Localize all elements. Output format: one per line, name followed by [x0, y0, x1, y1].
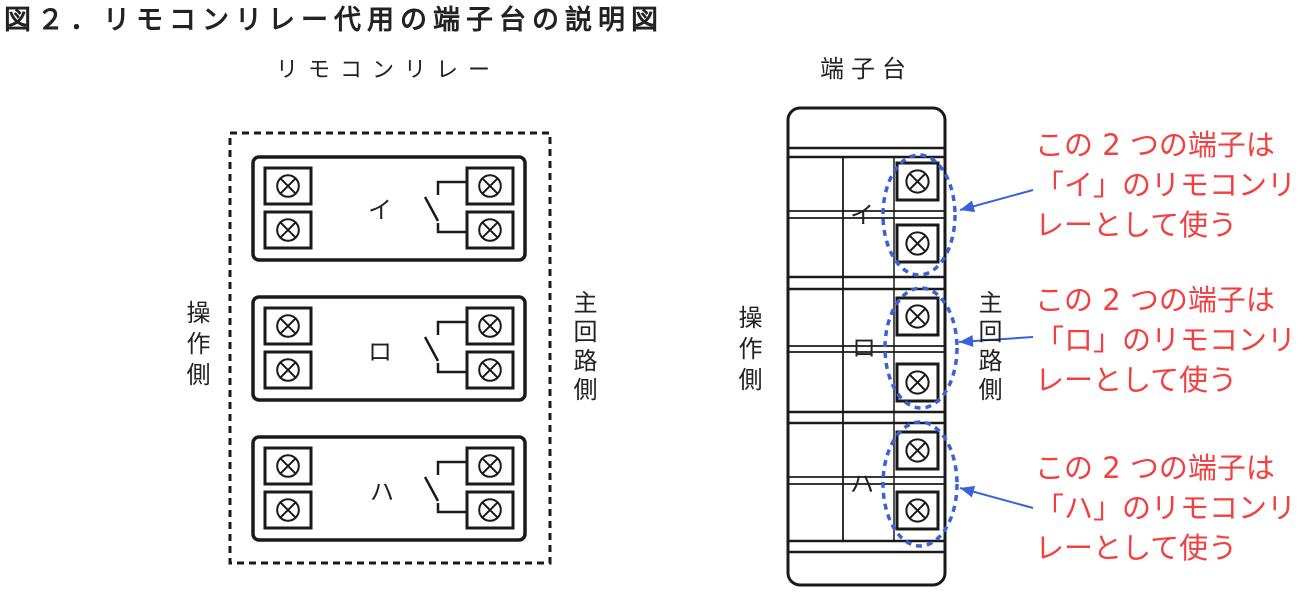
- contact-blade: [423, 336, 440, 362]
- relay-label-i: イ: [368, 196, 392, 224]
- screw-slot: [909, 442, 926, 459]
- callout-line: 「ハ」のリモコンリ: [1035, 491, 1297, 525]
- terminal-label-i: イ: [850, 201, 874, 229]
- screw-slot: [279, 221, 297, 239]
- coil-terminal-screw: [263, 306, 313, 346]
- coil-terminal-screw: [263, 446, 313, 486]
- screw-slot: [909, 502, 926, 519]
- coil-terminal-screw: [263, 210, 313, 250]
- relay-unit-ro: [251, 295, 527, 402]
- screw-slot: [481, 177, 499, 195]
- contact-wire-upper: [436, 320, 467, 335]
- relay-unit-i: [251, 155, 527, 262]
- relay-main-circuit-side-label: 主回路側: [569, 290, 597, 406]
- callout-line: レーとして使う: [1035, 531, 1238, 565]
- relay-label-ro: ロ: [368, 338, 392, 366]
- screw-slot: [909, 173, 926, 190]
- contact-terminal-screw: [465, 350, 515, 390]
- terminal-pair-highlight-ro: [883, 286, 959, 410]
- figure-title: 図２．リモコンリレー代用の端子台の説明図: [4, 5, 664, 36]
- contact-wire-upper: [436, 460, 467, 475]
- terminal-screw: [895, 161, 940, 202]
- callout-arrow-ha: [959, 485, 1034, 509]
- contact-wire-lower: [436, 223, 467, 234]
- screw-slot: [481, 317, 499, 335]
- terminal-block: [786, 106, 947, 587]
- contact-terminal-screw: [465, 490, 515, 530]
- terminal-label-ro: ロ: [852, 334, 876, 362]
- terminal-label-ha: ハ: [850, 470, 874, 498]
- screw-slot: [279, 177, 297, 195]
- callout-line: この 2 つの端子は: [1035, 451, 1275, 485]
- relay-operation-side-label: 操作側: [182, 300, 210, 393]
- terminal-screw: [895, 490, 940, 531]
- screw-slot: [909, 308, 926, 325]
- contact-wire-lower: [436, 503, 467, 514]
- callout-arrow-ro: [958, 335, 1034, 348]
- contact-wire-upper: [436, 180, 467, 195]
- screw-slot: [279, 457, 297, 475]
- contact-wire-lower: [436, 363, 467, 374]
- contact-terminal-screw: [465, 446, 515, 486]
- contact-terminal-screw: [465, 210, 515, 250]
- terminal-screw: [895, 362, 940, 403]
- screw-frame: [465, 306, 515, 346]
- screw-slot: [481, 457, 499, 475]
- screw-frame: [263, 306, 313, 346]
- screw-slot: [279, 501, 297, 519]
- relay-enclosure-dashed: [228, 131, 552, 565]
- coil-terminal-screw: [263, 350, 313, 390]
- screw-slot: [279, 361, 297, 379]
- terminal-screw: [895, 223, 940, 264]
- contact-blade: [423, 476, 440, 502]
- terminal-block-heading: 端子台: [820, 55, 913, 83]
- screw-slot: [909, 374, 926, 391]
- relay-label-ha: ハ: [370, 478, 394, 506]
- screw-slot: [481, 221, 499, 239]
- callout-arrow-i: [959, 189, 1034, 213]
- callout-ro: この 2 つの端子は 「ロ」のリモコンリ レーとして使う: [1035, 280, 1305, 400]
- screw-frame: [895, 430, 940, 471]
- arrow-head: [960, 200, 976, 213]
- screw-slot: [279, 317, 297, 335]
- relay-unit-ha: [251, 435, 527, 542]
- terminal-screw: [895, 430, 940, 471]
- callout-line: この 2 つの端子は: [1035, 283, 1275, 317]
- coil-terminal-screw: [263, 490, 313, 530]
- screw-slot: [909, 235, 926, 252]
- callout-line: 「ロ」のリモコンリ: [1035, 323, 1297, 357]
- arrow-head: [959, 335, 974, 348]
- contact-terminal-screw: [465, 166, 515, 206]
- terminal-operation-side-label: 操作側: [734, 305, 762, 398]
- callout-line: この 2 つの端子は: [1035, 128, 1275, 162]
- terminal-main-circuit-side-label: 主回路側: [974, 290, 1002, 406]
- relay-heading: リモコンリレー: [276, 58, 501, 83]
- callout-line: 「イ」のリモコンリ: [1035, 168, 1297, 202]
- arrow-head: [960, 485, 976, 498]
- callout-line: レーとして使う: [1035, 363, 1238, 397]
- terminal-screw: [895, 296, 940, 337]
- callout-line: レーとして使う: [1035, 208, 1238, 242]
- screw-slot: [481, 361, 499, 379]
- callout-i: この 2 つの端子は 「イ」のリモコンリ レーとして使う: [1035, 125, 1305, 245]
- contact-blade: [423, 196, 440, 222]
- terminal-pair-highlight-i: [881, 153, 957, 277]
- contact-terminal-screw: [465, 306, 515, 346]
- terminal-pair-highlight-ha: [881, 420, 959, 548]
- callout-ha: この 2 つの端子は 「ハ」のリモコンリ レーとして使う: [1035, 448, 1305, 568]
- coil-terminal-screw: [263, 166, 313, 206]
- screw-slot: [481, 501, 499, 519]
